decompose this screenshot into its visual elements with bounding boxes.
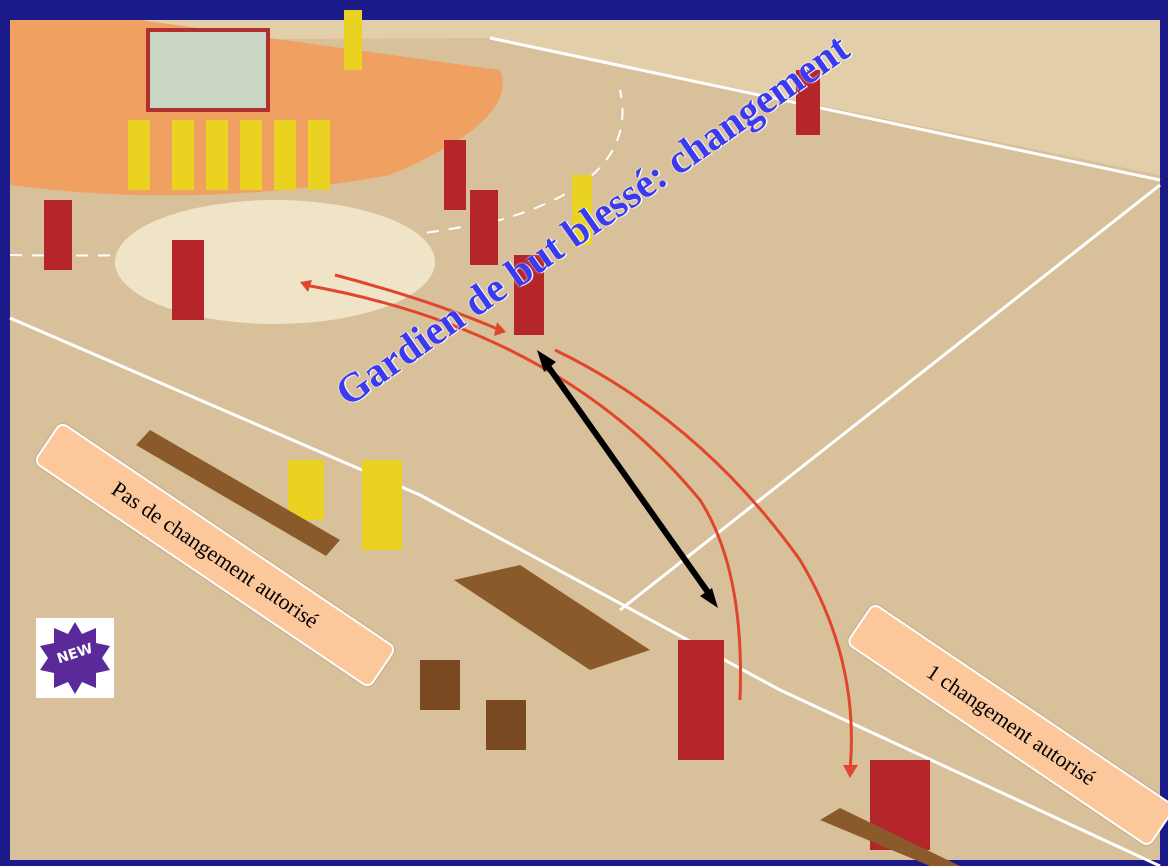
bench-left <box>136 430 340 556</box>
new-badge-icon <box>40 622 110 694</box>
exchange-arrow <box>542 360 715 600</box>
center-line <box>619 183 1161 612</box>
referees <box>288 10 592 550</box>
goal <box>146 28 270 112</box>
red-arrow-3 <box>554 348 853 771</box>
throw-zone <box>115 200 435 324</box>
red-arrow-1 <box>334 273 501 332</box>
red-arrow-2 <box>304 283 742 701</box>
new-badge: NEW <box>36 618 114 698</box>
scorer-table <box>454 565 650 670</box>
players <box>44 70 930 850</box>
defender-wall <box>128 120 330 190</box>
bench-right <box>820 808 960 866</box>
sideline <box>9 316 1161 866</box>
